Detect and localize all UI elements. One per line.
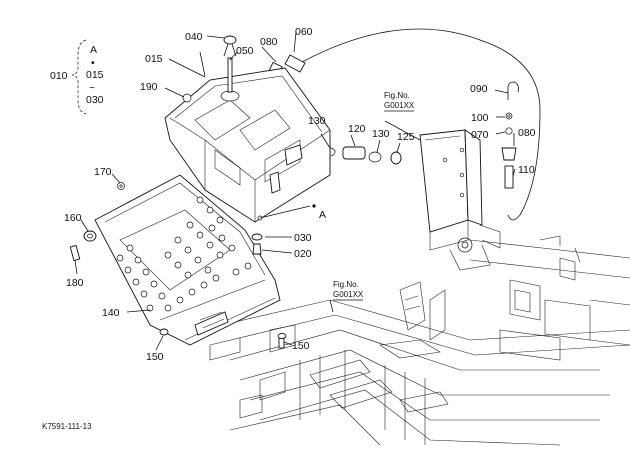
group-from: 015 xyxy=(86,69,104,81)
fuel-tank xyxy=(164,35,331,223)
hook-assembly xyxy=(501,81,519,189)
callout-150-left: 150 xyxy=(146,351,164,363)
callout-020: 020 xyxy=(294,248,312,260)
fig-ref-bottom: Fig.No. G001XX xyxy=(333,280,364,301)
callout-130-right: 130 xyxy=(372,128,390,140)
callout-040: 040 xyxy=(185,31,203,43)
group-label-a: A xyxy=(90,44,97,56)
callout-170: 170 xyxy=(94,166,112,178)
drawing-code: K7591-111-13 xyxy=(42,422,92,431)
group-code: 010 xyxy=(50,70,68,82)
callout-150-right: 150 xyxy=(292,340,310,352)
fig-ref-right: Fig.No. G001XX xyxy=(384,91,415,112)
fig-ref-bottom-code: G001XX xyxy=(333,290,364,299)
callout-080-right: 080 xyxy=(518,127,536,139)
callout-015: 015 xyxy=(145,53,163,65)
callout-190: 190 xyxy=(140,81,158,93)
callout-060: 060 xyxy=(295,26,313,38)
assembly-group-bracket: A • 015 ~ 030 010 xyxy=(50,39,104,115)
fig-ref-right-label: Fig.No. xyxy=(384,91,410,100)
group-to: 030 xyxy=(86,94,104,106)
marker-a-dot xyxy=(312,204,316,208)
callout-140: 140 xyxy=(102,307,120,319)
callout-130-left: 130 xyxy=(308,115,326,127)
callout-180: 180 xyxy=(66,277,84,289)
tank-basket xyxy=(94,174,281,346)
group-tilde: ~ xyxy=(89,82,95,94)
callout-125: 125 xyxy=(397,131,415,143)
callout-090: 090 xyxy=(470,83,488,95)
callout-030: 030 xyxy=(294,232,312,244)
callout-100: 100 xyxy=(471,112,489,124)
fig-ref-right-code: G001XX xyxy=(384,101,415,110)
callout-050: 050 xyxy=(236,45,254,57)
callout-120: 120 xyxy=(348,123,366,135)
mounting-bracket xyxy=(419,129,501,251)
leader-lines xyxy=(74,31,516,351)
basket-holes xyxy=(116,196,252,312)
callout-070: 070 xyxy=(471,129,489,141)
group-dot: • xyxy=(91,57,95,69)
tractor-frame xyxy=(199,235,630,446)
callout-160: 160 xyxy=(64,212,82,224)
callout-labels: 015 040 050 080 060 190 130 120 130 125 … xyxy=(64,26,536,363)
hose-assembly xyxy=(324,146,402,165)
callout-080-top: 080 xyxy=(260,36,278,48)
callout-110: 110 xyxy=(518,164,535,176)
fig-ref-bottom-label: Fig.No. xyxy=(333,280,359,289)
marker-a: A xyxy=(319,209,326,221)
